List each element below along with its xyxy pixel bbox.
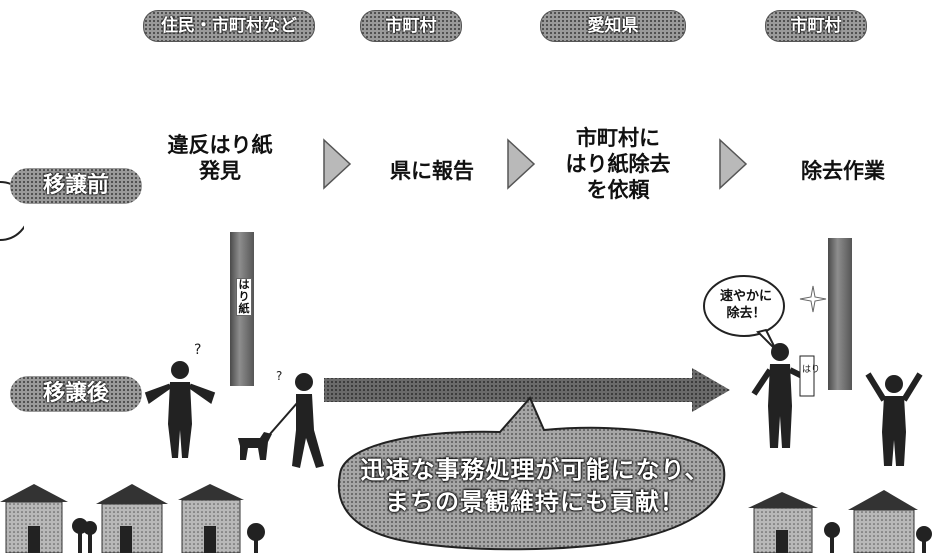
houses-right-icon xyxy=(748,490,932,553)
actor-pill-aichi: 愛知県 xyxy=(540,10,686,42)
notice-tag-right: はり紙 xyxy=(802,363,820,375)
step-removal: 除去作業 xyxy=(801,159,885,183)
callout-line-1: 迅速な事務処理が可能になり、 xyxy=(360,456,710,484)
actor-pill-municipality-1: 市町村 xyxy=(360,10,462,42)
svg-text:?: ? xyxy=(194,342,201,358)
notice-tag-left: はり紙 xyxy=(236,278,252,316)
callout-line-2: まちの景観維持にも貢献！ xyxy=(385,488,685,516)
row-label-after: 移譲後 xyxy=(10,376,142,412)
chevron-right-icon xyxy=(719,138,748,190)
houses-left-icon xyxy=(0,484,265,553)
speech-bubble xyxy=(703,275,785,351)
person-cheering-icon xyxy=(865,372,923,466)
person-removing-poster-icon: はり紙 xyxy=(751,343,820,448)
actor-pill-residents: 住民・市町村など xyxy=(143,10,315,42)
step-discover: 違反はり紙 発見 xyxy=(167,133,273,183)
person-walking-dog-icon: ? xyxy=(238,369,324,468)
callout-cloud xyxy=(337,396,726,551)
speech-text: 速やかに 除去！ xyxy=(719,289,772,321)
step-request: 市町村に はり紙除去 を依頼 xyxy=(565,126,671,202)
notice-pole-right xyxy=(828,238,852,390)
sparkle-icon xyxy=(799,285,827,313)
actor-pill-municipality-2: 市町村 xyxy=(765,10,867,42)
step-report: 県に報告 xyxy=(390,159,474,183)
chevron-right-icon xyxy=(323,138,352,190)
svg-text:?: ? xyxy=(276,369,282,383)
arrow-right-icon xyxy=(324,368,730,412)
chevron-right-icon xyxy=(507,138,536,190)
row-label-before: 移譲前 xyxy=(10,168,142,204)
person-confused-icon: ? xyxy=(144,342,216,458)
